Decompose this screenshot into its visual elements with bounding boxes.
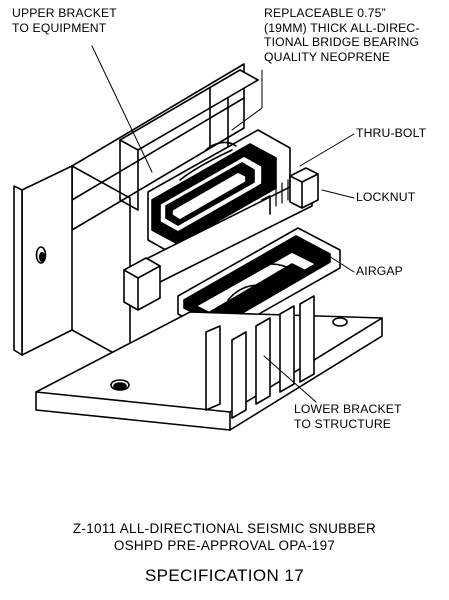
thru-bolt-label: THRU-BOLT: [356, 126, 426, 141]
figure-caption: Z-1011 ALL-DIRECTIONAL SEISMIC SNUBBER O…: [0, 520, 449, 554]
callout-leaders: [91, 45, 355, 403]
locknut-label-text: LOCKNUT: [356, 190, 416, 204]
lower-bracket: [35, 295, 383, 431]
airgap-label: AIRGAP: [356, 264, 403, 279]
upper-bracket-label: UPPER BRACKET TO EQUIPMENT: [12, 6, 117, 35]
neoprene-label: REPLACEABLE 0.75” (19mm) THICK ALL-DIREC…: [264, 6, 420, 64]
upper-bracket-label-line-1: UPPER BRACKET: [12, 6, 117, 20]
upper-neoprene-channel: [147, 129, 291, 259]
upper-bracket-label-line-2: TO EQUIPMENT: [12, 20, 107, 35]
thru-bolt-label-text: THRU-BOLT: [356, 126, 427, 140]
caption-model-name: Z-1011 ALL-DIRECTIONAL SEISMIC SNUBBER: [72, 521, 377, 536]
airgap-label-text: AIRGAP: [356, 264, 403, 278]
lower-bracket-label-line-1: LOWER BRACKET: [294, 402, 402, 416]
lower-bracket-label-line-2: TO STRUCTURE: [294, 416, 392, 431]
thru-bolt: [123, 167, 319, 311]
lower-neoprene-channel: [177, 227, 341, 337]
locknut-label: LOCKNUT: [356, 190, 415, 205]
lower-bracket-label: LOWER BRACKET TO STRUCTURE: [294, 402, 402, 431]
neoprene-label-line-2: (19mm) THICK ALL-DIREC-: [264, 20, 420, 35]
specification-title: SPECIFICATION 17: [144, 566, 305, 585]
caption-approval: OSHPD PRE-APPROVAL OPA-197: [113, 538, 336, 553]
neoprene-label-line-3: TIONAL BRIDGE BEARING: [264, 35, 420, 50]
neoprene-label-line-4: QUALITY NEOPRENE: [264, 49, 391, 64]
neoprene-label-line-1: REPLACEABLE 0.75”: [264, 6, 386, 20]
